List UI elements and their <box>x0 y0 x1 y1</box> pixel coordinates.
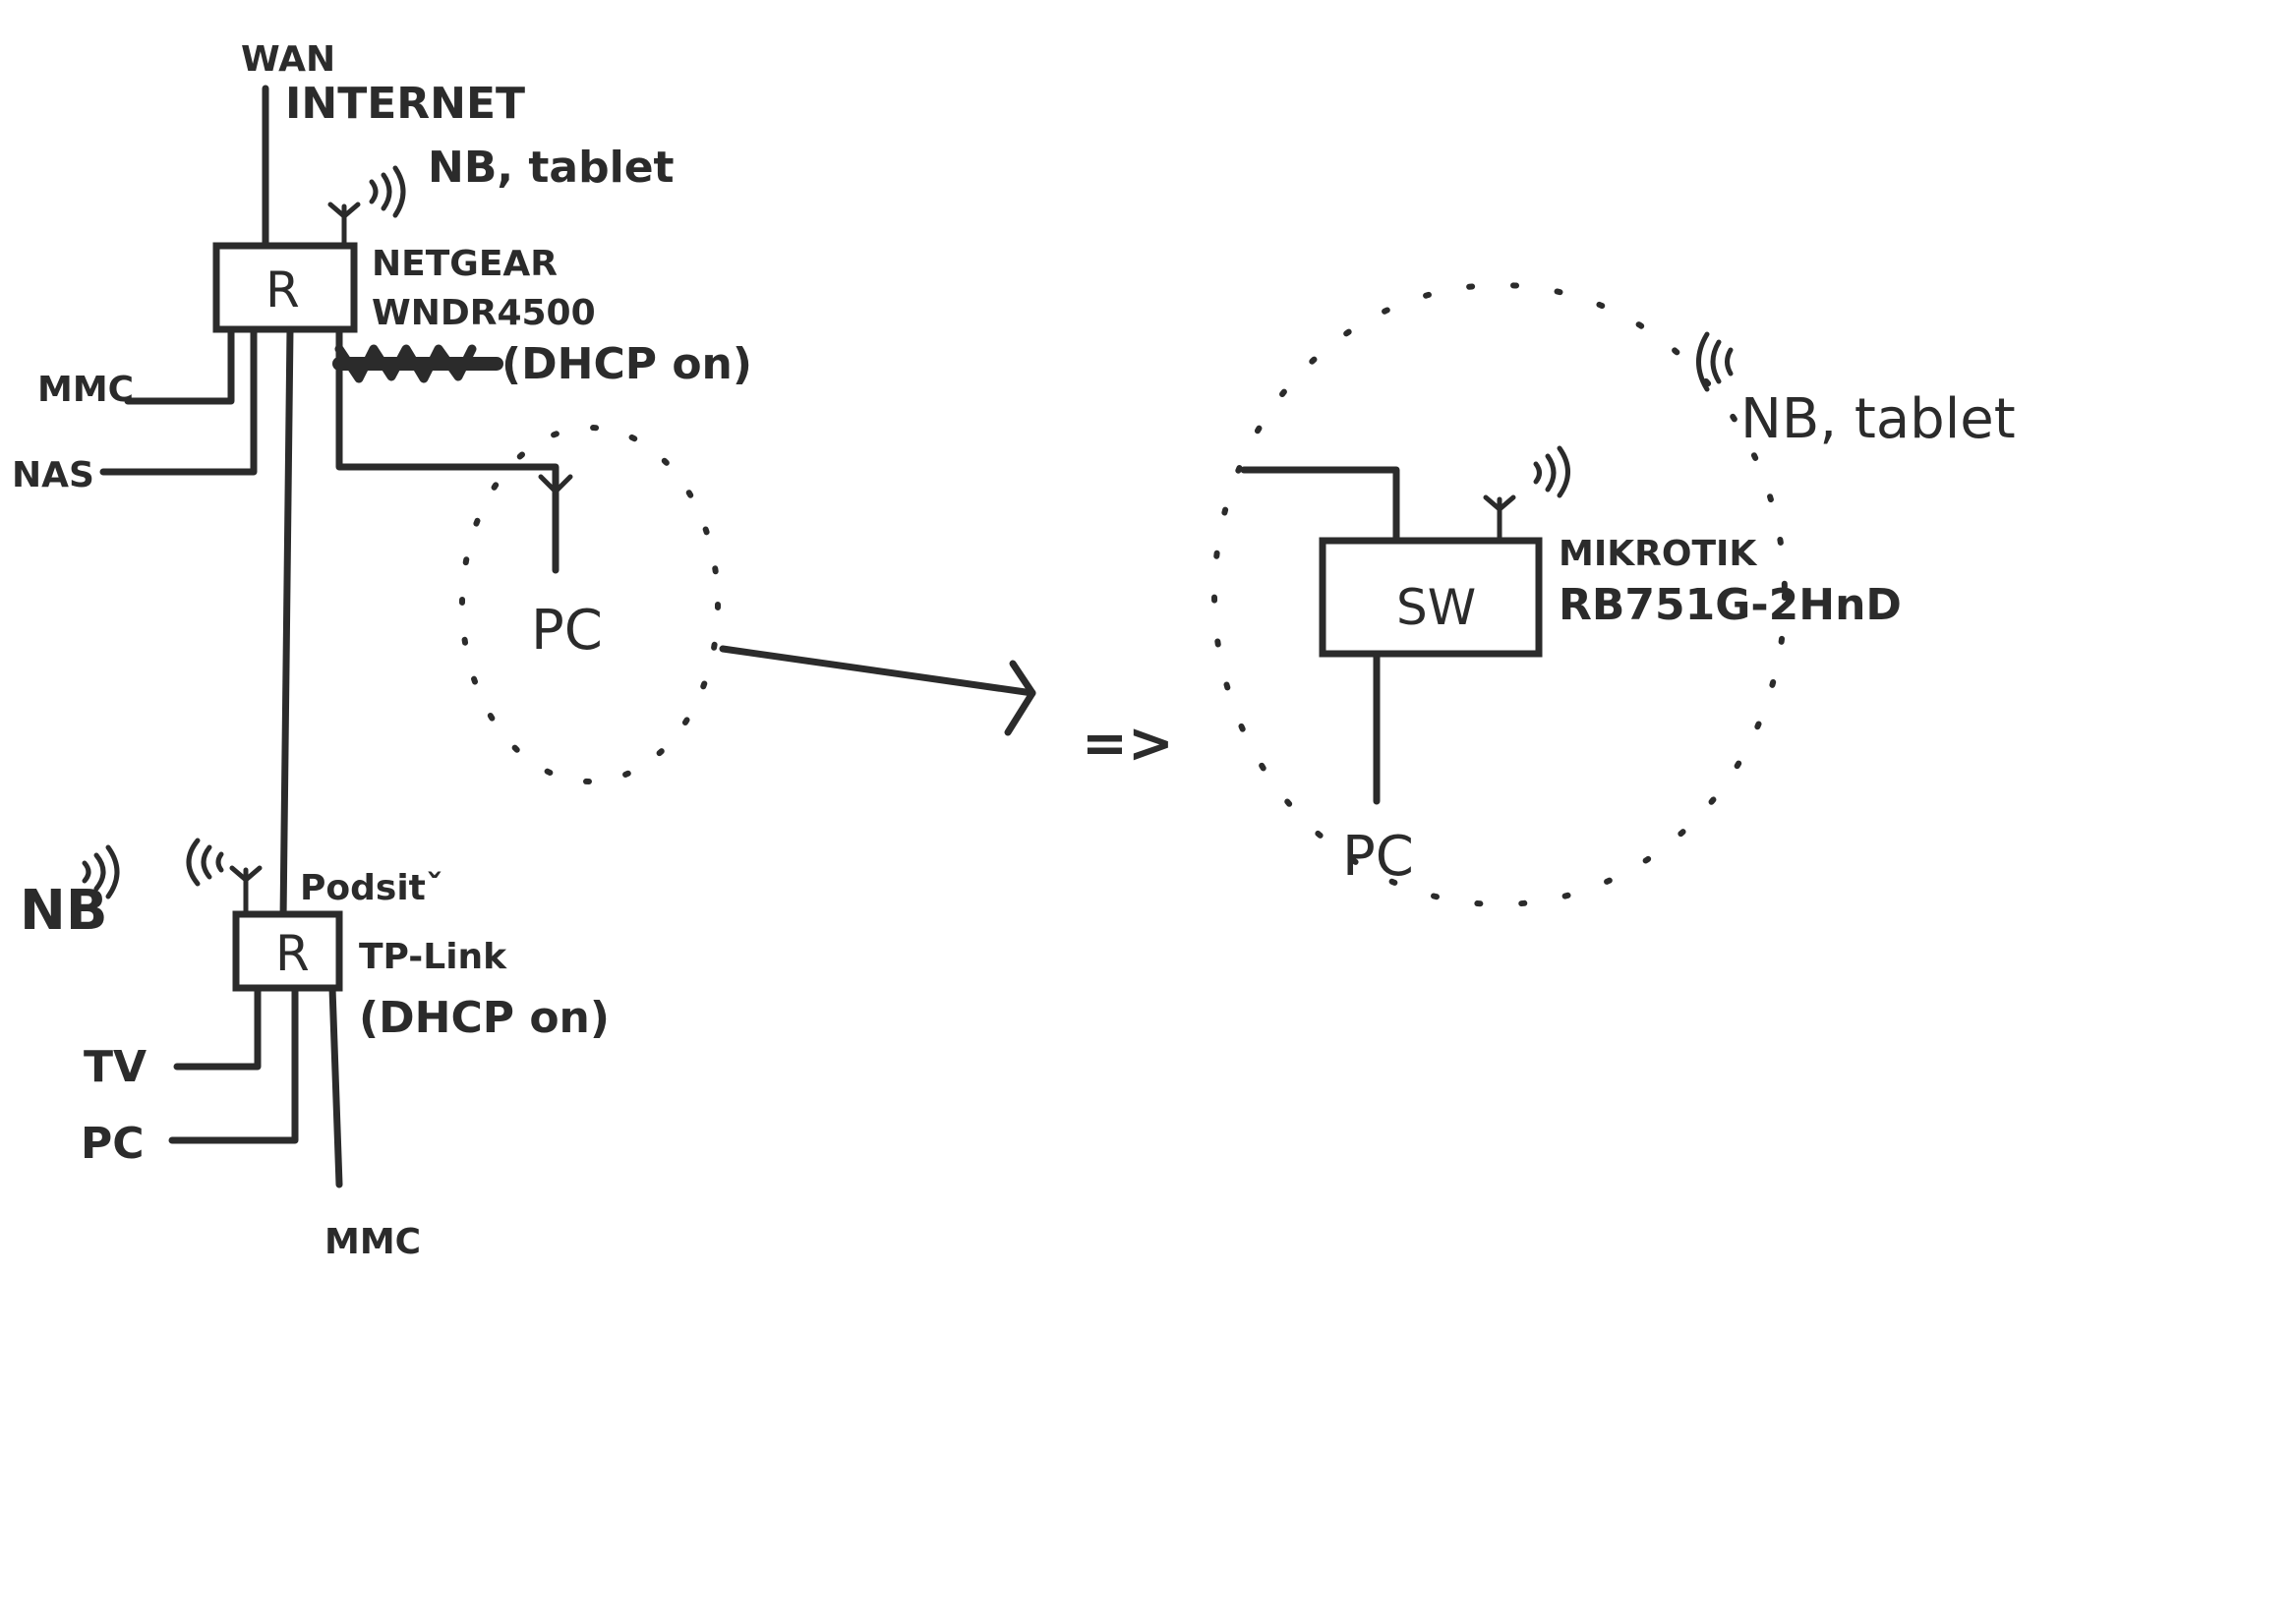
antenna-icon <box>229 865 263 917</box>
wifi-signal-icon <box>186 838 224 887</box>
switch-uplink <box>1240 466 1400 545</box>
router-top-symbol: R <box>265 261 300 319</box>
router-bottom-box <box>232 910 343 992</box>
pc-label-right: PC <box>1342 825 1414 889</box>
link-mmc-bottom <box>328 984 343 1188</box>
scribble-mark <box>332 344 503 383</box>
antenna-icon <box>327 202 361 249</box>
router-bottom-dhcp: (DHCP on) <box>359 993 610 1043</box>
switch-box <box>1319 537 1543 658</box>
right-wifi-clients: NB, tablet <box>1740 387 2016 451</box>
client-nas: NAS <box>12 455 94 495</box>
client-pc-bottom: PC <box>81 1119 145 1169</box>
switch-model: RB751G-2HnD <box>1559 580 1902 630</box>
pc-highlight-circle <box>459 425 721 784</box>
wifi-signal-icon <box>369 165 406 218</box>
arrow <box>719 645 1036 736</box>
link-mmc <box>124 325 235 405</box>
wifi-signal-icon <box>1533 445 1570 498</box>
trunk-line <box>279 325 294 923</box>
switch-highlight-circle <box>1211 282 1788 907</box>
link-pc-bottom <box>168 984 299 1144</box>
wifi-signal-icon <box>82 844 120 899</box>
implies-symbol: => <box>1082 712 1174 776</box>
link-nas <box>99 325 258 476</box>
switch-brand: MIKROTIK <box>1559 534 1757 574</box>
link-tv <box>173 984 262 1071</box>
router-bottom-symbol: R <box>275 925 310 982</box>
client-mmc-top: MMC <box>37 370 134 410</box>
switch-symbol: SW <box>1396 579 1476 636</box>
wan-label: WAN <box>241 39 335 80</box>
router-bottom-wifi-client: NB <box>20 879 108 943</box>
router-top-wifi-clients: NB, tablet <box>428 143 675 193</box>
router-top-brand: NETGEAR <box>372 244 558 284</box>
wifi-signal-icon <box>1696 331 1734 392</box>
router-top-model: WNDR4500 <box>372 293 596 333</box>
router-top-dhcp: (DHCP on) <box>501 339 752 389</box>
router-top-box <box>212 242 358 333</box>
antenna-icon <box>1483 494 1516 544</box>
router-bottom-brand: TP-Link <box>359 937 507 977</box>
router-bottom-subnet: Podsitˇ <box>300 868 443 908</box>
client-mmc-bottom: MMC <box>324 1222 421 1262</box>
link-pc <box>335 325 573 574</box>
internet-label: INTERNET <box>285 79 525 129</box>
pc-label-left: PC <box>531 599 603 663</box>
client-tv: TV <box>84 1042 147 1092</box>
